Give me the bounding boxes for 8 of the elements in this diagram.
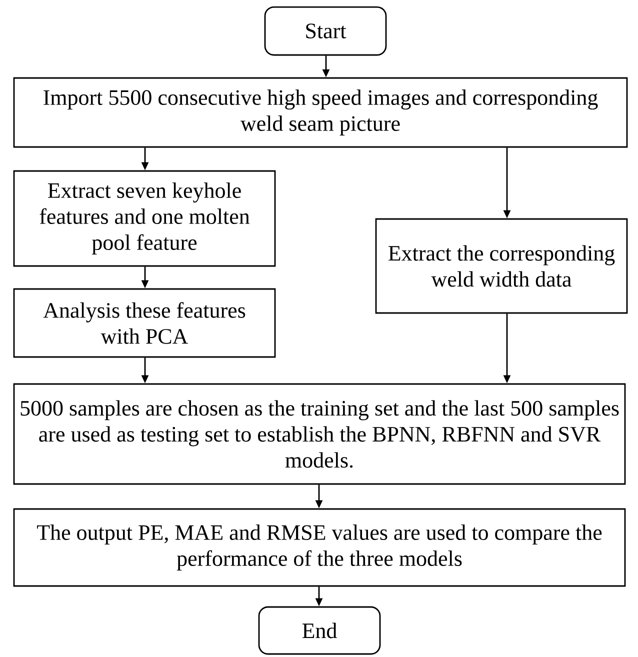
process-box: Analysis these features with PCA xyxy=(13,288,276,358)
terminal-box: End xyxy=(258,606,381,655)
process-box: Import 5500 consecutive high speed images and corresponding weld seam picture xyxy=(13,77,628,148)
process-box: Extract the corresponding weld width data xyxy=(375,218,628,314)
process-box: The output PE, MAE and RMSE values are used to compare the performance of the three models xyxy=(13,508,626,587)
process-box: Extract seven keyhole features and one molten pool feature xyxy=(13,170,276,267)
terminal-box: Start xyxy=(264,6,387,56)
process-box: 5000 samples are chosen as the training set and the last 500 samples are used as testing set to establish the BPNN, RBFNN and SVR models. xyxy=(13,383,626,485)
